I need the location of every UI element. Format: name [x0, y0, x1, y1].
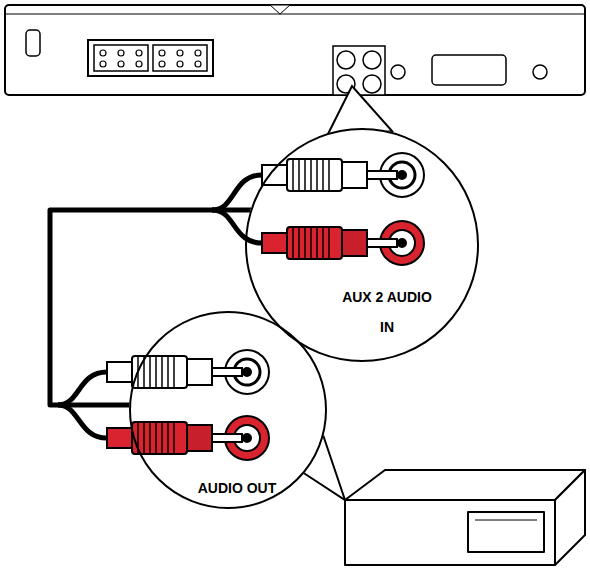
- cable-split: [58, 175, 262, 438]
- port-label: AUX 2 AUDIO IN: [341, 282, 433, 342]
- callout-circle: AUX 2 AUDIO IN: [245, 128, 479, 362]
- rear-panel: [5, 5, 585, 95]
- external-device: [345, 470, 585, 565]
- callout-circle: AUDIO OUT: [129, 311, 327, 509]
- port-label: AUDIO OUT: [182, 473, 292, 503]
- audio-cable: [50, 210, 251, 405]
